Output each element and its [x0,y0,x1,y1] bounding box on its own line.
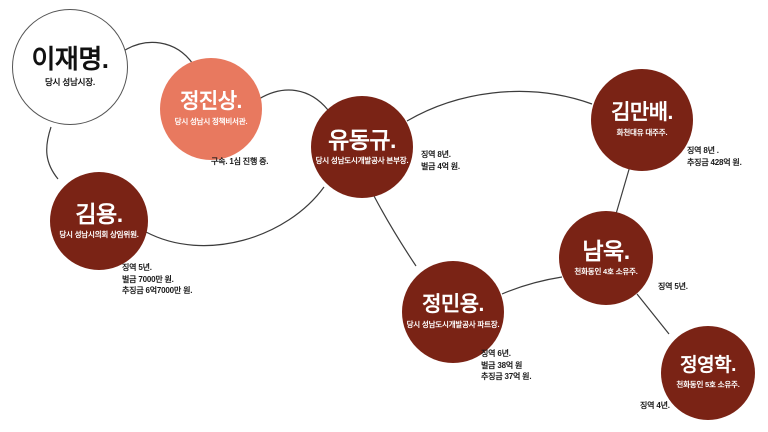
annotation-yoo-dong-gyu: 징역 8년. 벌금 4억 원. [421,150,460,171]
node-kim-yong: 김용. 당시 성남시의회 상임위원. [50,172,148,270]
annotation-jung-min-yong: 징역 6년. 벌금 38억 원 추징금 37억 원. [481,349,532,382]
node-lee-jae-myung: 이재명. 당시 성남시장. [12,9,128,125]
edge-yoo-dong-gyu-jung-min-yong [373,195,417,267]
node-jung-young-hak: 정영학. 천화동인 5호 소유주. [661,326,755,420]
node-name: 정영학. [680,355,736,377]
node-role: 당시 성남시장. [44,77,96,88]
node-nam-wook: 남욱. 천화동인 4호 소유주. [559,211,653,305]
node-name: 김용. [75,200,123,227]
node-jung-jin-sang: 정진상. 당시 성남시 정책비서관. [160,58,262,160]
edge-jung-jin-sang-yoo-dong-gyu [258,89,329,111]
node-role: 천화동인 4호 소유주. [574,267,638,277]
node-role: 당시 성남도시개발공사 본부장. [315,156,409,166]
node-name: 이재명. [31,43,109,74]
node-name: 정민용. [422,292,484,316]
annotation-kim-yong: 징역 5년. 벌금 7000만 원. 추징금 6억7000만 원. [122,263,193,296]
edge-kim-man-bae-nam-wook [615,165,631,215]
edge-nam-wook-jung-young-hak [636,293,670,335]
node-role: 천화동인 5호 소유주. [676,379,740,389]
node-yoo-dong-gyu: 유동규. 당시 성남도시개발공사 본부장. [311,96,413,198]
annotation-kim-man-bae: 징역 8년 . 추징금 428억 원. [687,146,742,167]
edge-yoo-dong-gyu-kim-man-bae [406,90,593,122]
annotation-jung-young-hak: 징역 4년. [640,401,670,410]
edge-jung-min-yong-nam-wook [501,276,563,295]
edge-lee-jae-myung-jung-jin-sang [121,41,194,65]
edge-kim-yong-yoo-dong-gyu [145,186,325,247]
node-name: 김만배. [611,100,673,124]
node-role: 당시 성남시의회 상임위원. [59,230,139,240]
node-role: 당시 성남시 정책비서관. [174,117,248,127]
node-role: 화천대유 대주주. [616,128,668,138]
edge-lee-jae-myung-kim-yong [46,126,59,180]
node-kim-man-bae: 김만배. 화천대유 대주주. [591,69,693,171]
node-name: 유동규. [328,126,396,153]
node-role: 당시 성남도시개발공사 파트장. [406,320,500,330]
node-jung-min-yong: 정민용. 당시 성남도시개발공사 파트장. [402,261,504,363]
annotation-nam-wook: 징역 5년. [658,282,688,291]
annotation-jung-jin-sang: 구속. 1심 진행 중. [211,157,269,166]
node-name: 정진상. [180,89,242,113]
node-name: 남욱. [582,237,630,264]
